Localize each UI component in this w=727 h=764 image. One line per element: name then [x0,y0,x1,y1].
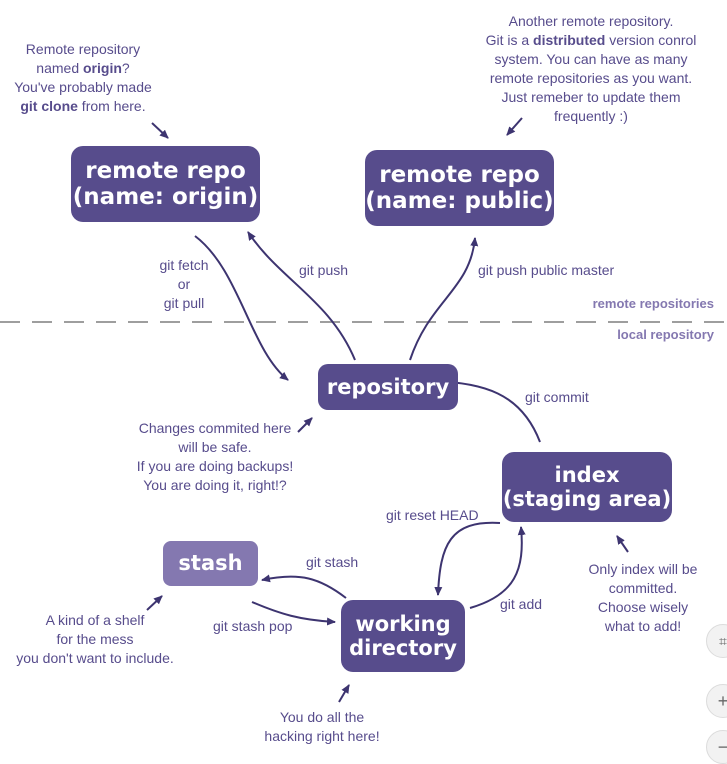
edge-stash-arrow [261,574,347,599]
note-public-pointer [506,117,523,136]
edge-push-public-label: git push public master [478,262,615,278]
note-working: You do all the hacking right here! [264,709,380,744]
note-working-pointer [338,684,350,703]
node-working-directory-label: working directory [349,611,457,660]
edge-reset-arrow [434,521,501,596]
note-origin: Remote repository named origin? You've p… [8,40,158,116]
edge-commit-label: git commit [525,389,589,405]
note-repository-pointer [297,417,313,433]
note-public: Another remote repository. Git is a dist… [471,12,711,126]
node-remote-origin-label: remote repo (name: origin) [72,157,259,210]
edge-reset-label: git reset HEAD [386,507,479,523]
note-public-line3: system. You can have as many [494,51,688,67]
edge-push-public-arrow [409,237,479,361]
node-repository-label: repository [326,374,450,399]
edge-add-label: git add [500,596,543,612]
node-index: index (staging area) [502,452,672,522]
zoom-fit-icon: ⌗ [719,632,727,649]
note-origin-pointer [151,122,169,139]
zoom-out-icon: − [717,736,727,757]
edge-stash-pop-arrow [251,601,336,626]
note-stash: A kind of a shelf for the mess you don't… [16,612,174,666]
edge-fetch-arrow [194,235,289,381]
note-index: Only index will be committed. Choose wis… [588,561,698,634]
note-origin-line3: You've probably made [14,79,152,95]
zoom-in-icon: + [717,690,727,711]
edge-push-label: git push [299,262,349,278]
edge-add-arrow [469,526,526,609]
zoom-out-button[interactable]: − [706,730,727,764]
note-origin-line2: named origin? [36,60,130,76]
note-public-line5: Just remeber to update them [501,89,681,105]
note-public-line1: Another remote repository. [508,13,674,29]
note-public-line6: frequently :) [554,108,628,124]
node-working-directory: working directory [341,600,465,672]
edge-stash-label: git stash [306,554,359,570]
note-repository: Changes commited here will be safe. If y… [136,420,294,493]
node-remote-origin: remote repo (name: origin) [71,146,260,222]
note-stash-pointer [146,595,163,611]
note-public-line4: remote repositories as you want. [489,70,693,86]
edge-fetch-label: git fetch or git pull [159,257,209,311]
node-stash: stash [163,541,258,586]
edge-push-arrow [247,231,356,361]
node-remote-public-label: remote repo (name: public) [365,161,554,214]
node-index-label: index (staging area) [502,462,672,511]
note-index-pointer [616,535,629,553]
note-origin-line4: git clone from here. [20,98,146,114]
note-origin-line1: Remote repository [25,41,141,57]
edge-stash-pop-label: git stash pop [213,618,293,634]
node-stash-label: stash [178,551,243,576]
note-public-line2: Git is a distributed version conrol [485,32,697,48]
node-repository: repository [318,364,458,410]
node-remote-public: remote repo (name: public) [365,150,554,226]
zone-remote-label: remote repositories [592,296,714,311]
zone-local-label: local repository [617,327,714,342]
